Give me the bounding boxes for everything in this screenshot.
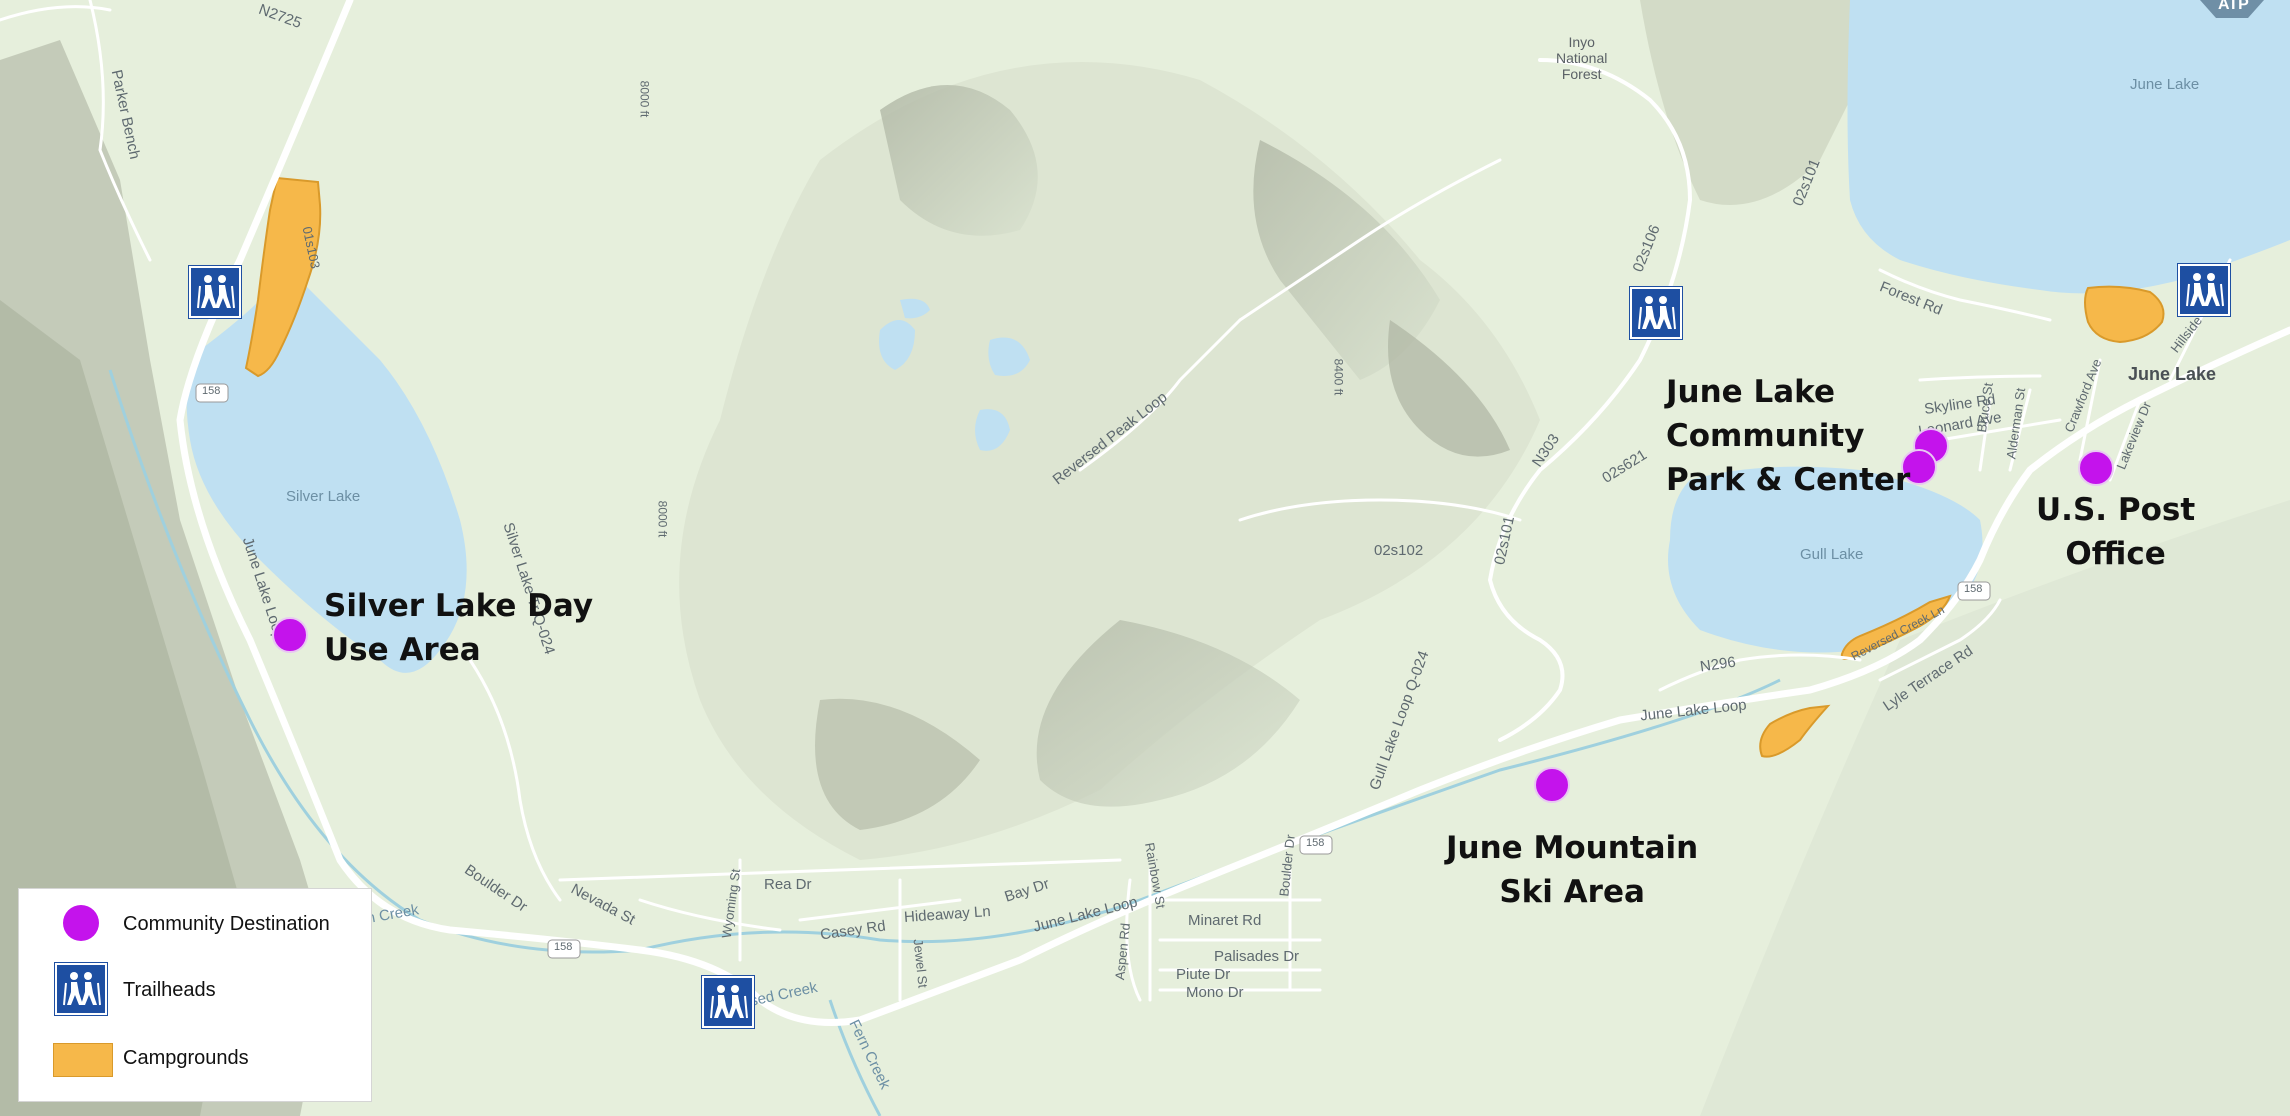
hiker-pair-icon [710,985,748,1019]
parker-bench-road [88,0,152,262]
ridge-1 [880,85,1038,236]
water-label-silver-lake: Silver Lake [286,488,361,505]
skyline-rd [1918,374,2042,382]
atp-badge [2200,0,2264,18]
rea-dr [558,858,1122,882]
label-elev-8000-a: 8000 ft [637,80,652,118]
gull-lake-water [1668,466,1983,653]
hillshade-east [1700,500,2290,1116]
n296-road [1658,653,1862,692]
legend-label-trailheads: Trailheads [123,979,216,1001]
bruce-st [1978,398,1992,472]
legend-label-community-destination: Community Destination [123,913,330,935]
shield-158-b: 158 [554,941,573,953]
trailhead-marker-02s106[interactable] [1629,286,1683,340]
hiker-pair-icon [1638,296,1676,330]
shield-158-c: 158 [1306,837,1325,849]
legend-row-campgrounds: Campgrounds [19,1027,371,1087]
destination-label-silver-lake-day-use: Silver Lake Day Use Area [324,588,594,668]
legend-label-campgrounds: Campgrounds [123,1047,249,1069]
fern-creek-stream [828,999,882,1116]
label-elev-8400: 8400 ft [1331,358,1346,396]
alderman-st [2008,388,2032,472]
destination-label-june-lake-community: June Lake Community Park & Center [1666,374,1911,498]
shield-158-a: 158 [202,385,221,397]
atp-badge-text: ATP [2218,0,2249,13]
hiker-pair-icon [197,275,235,309]
road-label-palisades-dr: Palisades Dr [1214,948,1300,965]
ridge-2 [1253,140,1440,380]
pond-4 [900,298,930,319]
june-lake-water [1847,0,2290,294]
place-label-inyo-3: Forest [1561,66,1602,82]
legend-row-community-destination: Community Destination [19,893,371,953]
silver-lake-water [186,280,467,673]
road-label-minaret-rd: Minaret Rd [1188,912,1262,929]
shield-158-d: 158 [1964,583,1983,595]
pond-2 [988,337,1030,376]
crawford-ave [2078,358,2102,462]
purple-circle-icon [63,905,99,941]
lyle-terrace-rd [1878,598,2002,682]
pond-1 [879,320,915,370]
legend-row-trailheads: Trailheads [19,959,371,1019]
silver-lake-trail-road [468,658,562,902]
lakeview-dr [2108,398,2142,482]
destination-marker-community-park-b[interactable] [1901,449,1937,485]
road-02s102 [1238,498,1522,522]
leonard-ave [1938,418,2062,442]
ridge-4 [1036,620,1300,807]
orange-rect-icon [53,1043,113,1077]
road-label-rea-dr: Rea Dr [764,876,812,893]
ridge-5 [815,698,980,830]
road-label-02s102: 02s102 [1374,542,1424,559]
trailhead-marker-silver-lake[interactable] [188,265,242,319]
place-label-inyo-1: Inyo [1568,34,1595,50]
destination-marker-post-office[interactable] [2078,450,2114,486]
gull-lake-loop-road [1488,58,1692,742]
water-label-gull-lake: Gull Lake [1800,546,1864,563]
campground-june-lake [2084,285,2165,344]
place-label-inyo-national-forest: Inyo National Forest [1556,34,1607,82]
road-label-mono-dr: Mono Dr [1186,984,1244,1001]
label-elev-8000-b: 8000 ft [655,500,670,538]
map-legend: Community Destination Trailheads Campgro… [18,888,372,1102]
aspen-rd [1125,878,1142,1002]
rush-creek-stream [108,369,1781,954]
hiker-pair-icon [2186,273,2224,307]
destination-marker-silver-lake-day-use[interactable] [272,617,308,653]
ridge-6 [1640,0,1900,205]
destination-label-june-mountain: June Mountain Ski Area [1446,830,1699,910]
campground-silver-lake [244,176,322,378]
hideaway-ln [798,898,962,922]
destination-marker-june-mountain[interactable] [1534,767,1570,803]
forest-rd [1878,268,2052,322]
ridge-3 [1388,320,1510,457]
n2725-road [0,5,112,22]
road-ridge [1238,158,1502,322]
water-label-june-lake: June Lake [2130,76,2200,93]
trailhead-marker-june-lake[interactable] [2177,263,2231,317]
place-label-june-lake-town: June Lake [2128,364,2217,384]
trailhead-marker-reversed-creek[interactable] [701,975,755,1029]
place-label-inyo-2: National [1556,50,1608,66]
casey-rd [638,898,782,932]
destination-label-post-office: U.S. Post Office [2036,492,2196,572]
campground-reversed-creek [1759,704,1831,758]
hiker-pair-icon [54,962,108,1016]
reversed-peak-loop-road [1078,318,1242,472]
pond-3 [975,409,1010,451]
road-label-piute-dr: Piute Dr [1176,966,1231,983]
